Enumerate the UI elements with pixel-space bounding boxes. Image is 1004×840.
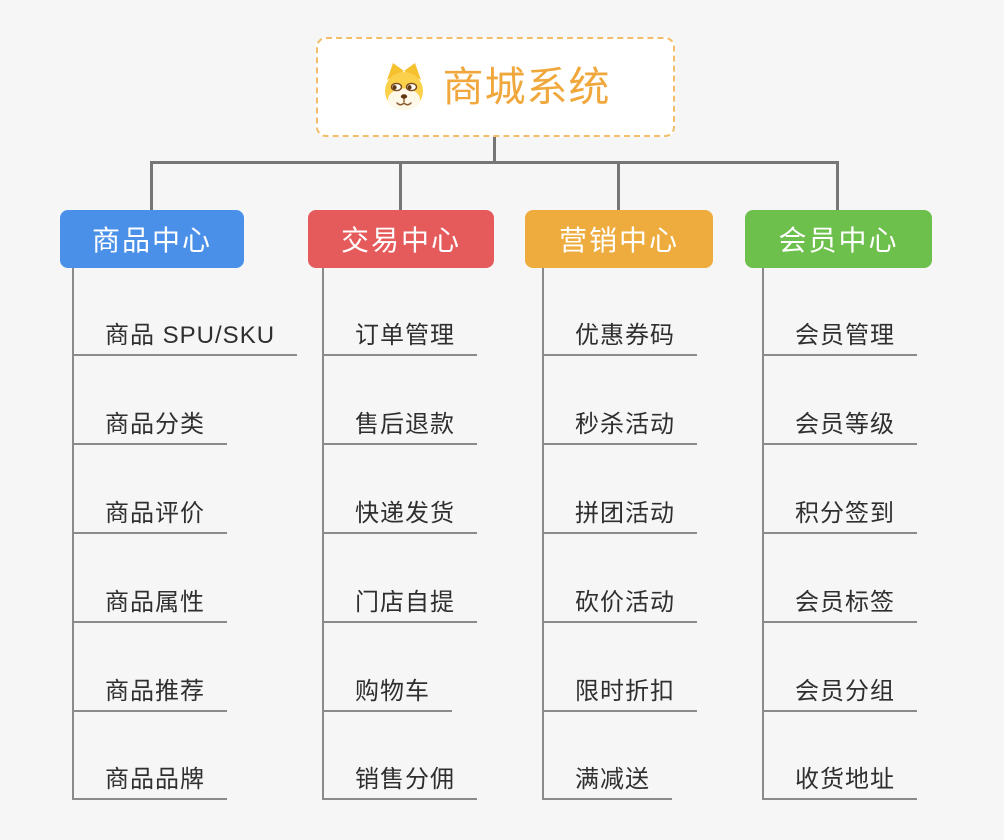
- connector-drop: [150, 161, 153, 210]
- item-node[interactable]: 积分签到: [762, 494, 917, 534]
- branch-spine: [762, 268, 764, 800]
- item-node[interactable]: 优惠券码: [542, 316, 697, 356]
- item-node[interactable]: 满减送: [542, 760, 672, 800]
- root-node[interactable]: 商城系统: [316, 37, 675, 137]
- item-node[interactable]: 售后退款: [322, 405, 477, 445]
- item-node[interactable]: 商品属性: [72, 583, 227, 623]
- item-node[interactable]: 会员等级: [762, 405, 917, 445]
- connector-trunk: [493, 137, 496, 163]
- item-node[interactable]: 砍价活动: [542, 583, 697, 623]
- branch-marketing-center[interactable]: 营销中心: [525, 210, 713, 268]
- branch-trade-center[interactable]: 交易中心: [308, 210, 494, 268]
- connector-rail: [150, 161, 839, 164]
- branch-spine: [72, 268, 74, 800]
- branch-product-center[interactable]: 商品中心: [60, 210, 244, 268]
- item-node[interactable]: 会员分组: [762, 672, 917, 712]
- item-node[interactable]: 购物车: [322, 672, 452, 712]
- item-node[interactable]: 拼团活动: [542, 494, 697, 534]
- dog-face-icon: [381, 61, 427, 113]
- item-node[interactable]: 商品 SPU/SKU: [72, 316, 298, 356]
- connector-drop: [399, 161, 402, 210]
- item-node[interactable]: 限时折扣: [542, 672, 697, 712]
- item-node[interactable]: 商品评价: [72, 494, 227, 534]
- item-node[interactable]: 商品分类: [72, 405, 227, 445]
- branch-spine: [542, 268, 544, 800]
- item-node[interactable]: 会员管理: [762, 316, 917, 356]
- item-node[interactable]: 商品品牌: [72, 760, 227, 800]
- connector-drop: [836, 161, 839, 210]
- item-node[interactable]: 销售分佣: [322, 760, 477, 800]
- item-node[interactable]: 会员标签: [762, 583, 917, 623]
- item-node[interactable]: 快递发货: [322, 494, 477, 534]
- connector-drop: [617, 161, 620, 210]
- branch-member-center[interactable]: 会员中心: [745, 210, 932, 268]
- item-node[interactable]: 商品推荐: [72, 672, 227, 712]
- root-title: 商城系统: [442, 63, 611, 110]
- item-node[interactable]: 收货地址: [762, 760, 917, 800]
- item-node[interactable]: 订单管理: [322, 316, 477, 356]
- branch-spine: [322, 268, 324, 800]
- item-node[interactable]: 门店自提: [322, 583, 477, 623]
- item-node[interactable]: 秒杀活动: [542, 405, 697, 445]
